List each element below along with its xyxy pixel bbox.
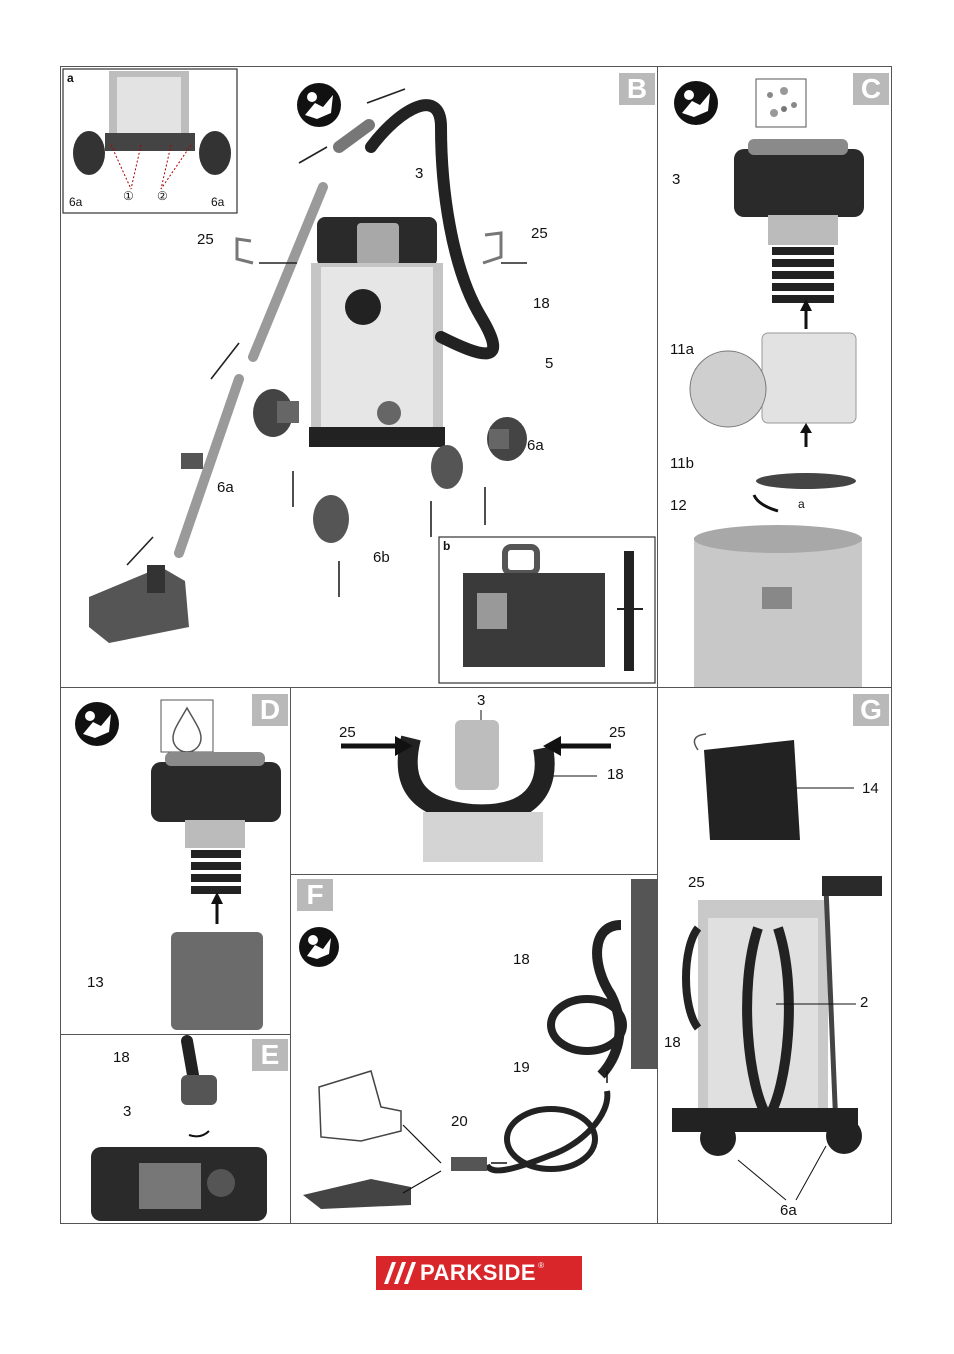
- panel-hose-storage-drawing: [341, 710, 611, 862]
- label-12: 12: [670, 497, 687, 514]
- label-3: 3: [672, 171, 681, 188]
- label-25-right: 25: [531, 225, 548, 242]
- panel-c-drawing: [674, 78, 864, 687]
- label-2: 2: [860, 994, 869, 1011]
- label-25: 25: [688, 874, 705, 891]
- panel-letter-f: F: [297, 879, 333, 911]
- brand-name: PARKSIDE: [420, 1260, 537, 1285]
- read-manual-icon: [75, 702, 119, 746]
- panel-f-drawing: [299, 879, 658, 1209]
- label-18: 18: [113, 1049, 130, 1066]
- label-25-right: 25: [609, 724, 626, 741]
- label-a: a: [798, 497, 805, 511]
- label-25-left: 25: [339, 724, 356, 741]
- label-18: 18: [664, 1034, 681, 1051]
- caster-6b-left: [313, 495, 349, 543]
- label-3: 3: [123, 1103, 132, 1120]
- panel-letter-d: D: [252, 694, 288, 726]
- inset-a-letter: a: [67, 71, 74, 85]
- label-14: 14: [862, 780, 879, 797]
- panel-d-drawing: [75, 699, 281, 1030]
- panel-d: D 13: [60, 687, 291, 1035]
- panel-letter-e: E: [252, 1039, 288, 1071]
- label-6a-left: 6a: [217, 479, 234, 496]
- label-6a-right: 6a: [527, 437, 544, 454]
- panel-e-drawing: [91, 1035, 267, 1221]
- read-manual-icon: [297, 83, 341, 127]
- panel-letter-b: B: [619, 73, 655, 105]
- label-13: 13: [87, 974, 104, 991]
- inset-a-label-6a-left: 6a: [69, 195, 83, 209]
- read-manual-icon: [299, 927, 339, 967]
- label-18: 18: [533, 295, 550, 312]
- logo-stripes-icon: [376, 1256, 420, 1290]
- panel-b: B: [60, 66, 658, 688]
- panel-e: E 18 3: [60, 1034, 291, 1224]
- parkside-logo: PARKSIDE ®: [376, 1256, 582, 1290]
- caster-6b-right: [431, 445, 463, 489]
- label-25-left: 25: [197, 231, 214, 248]
- label-3: 3: [477, 692, 486, 709]
- panel-hose-storage: 3 25 25 18: [290, 687, 659, 875]
- label-3: 3: [415, 165, 424, 182]
- caster-wheel-right: [487, 417, 527, 461]
- label-18: 18: [513, 951, 530, 968]
- inset-a-circled-1: ①: [123, 189, 134, 203]
- inset-a-circled-2: ②: [157, 189, 168, 203]
- dust-symbol-icon: [755, 78, 807, 128]
- panel-letter-g: G: [853, 694, 889, 726]
- label-6b: 6b: [373, 549, 390, 566]
- panel-b-drawing: [62, 68, 656, 684]
- label-18: 18: [607, 766, 624, 783]
- label-11b: 11b: [670, 455, 694, 472]
- panel-g-drawing: [672, 733, 882, 1201]
- panel-g: G 14 25 2 18 6a: [657, 687, 892, 1224]
- panel-f: F 18 19 20: [290, 874, 659, 1224]
- read-manual-icon: [674, 81, 718, 125]
- inset-a-label-6a-right: 6a: [211, 195, 225, 209]
- label-19: 19: [513, 1059, 530, 1076]
- panel-letter-c: C: [853, 73, 889, 105]
- panel-c: C: [657, 66, 892, 688]
- water-drop-icon: [160, 699, 214, 753]
- inset-b-letter: b: [443, 539, 451, 553]
- label-20: 20: [451, 1113, 468, 1130]
- label-5: 5: [545, 355, 554, 372]
- brand-registered-mark: ®: [538, 1261, 544, 1270]
- caster-wheel-left: [253, 389, 299, 437]
- label-6a: 6a: [780, 1202, 797, 1219]
- label-11a: 11a: [670, 341, 694, 358]
